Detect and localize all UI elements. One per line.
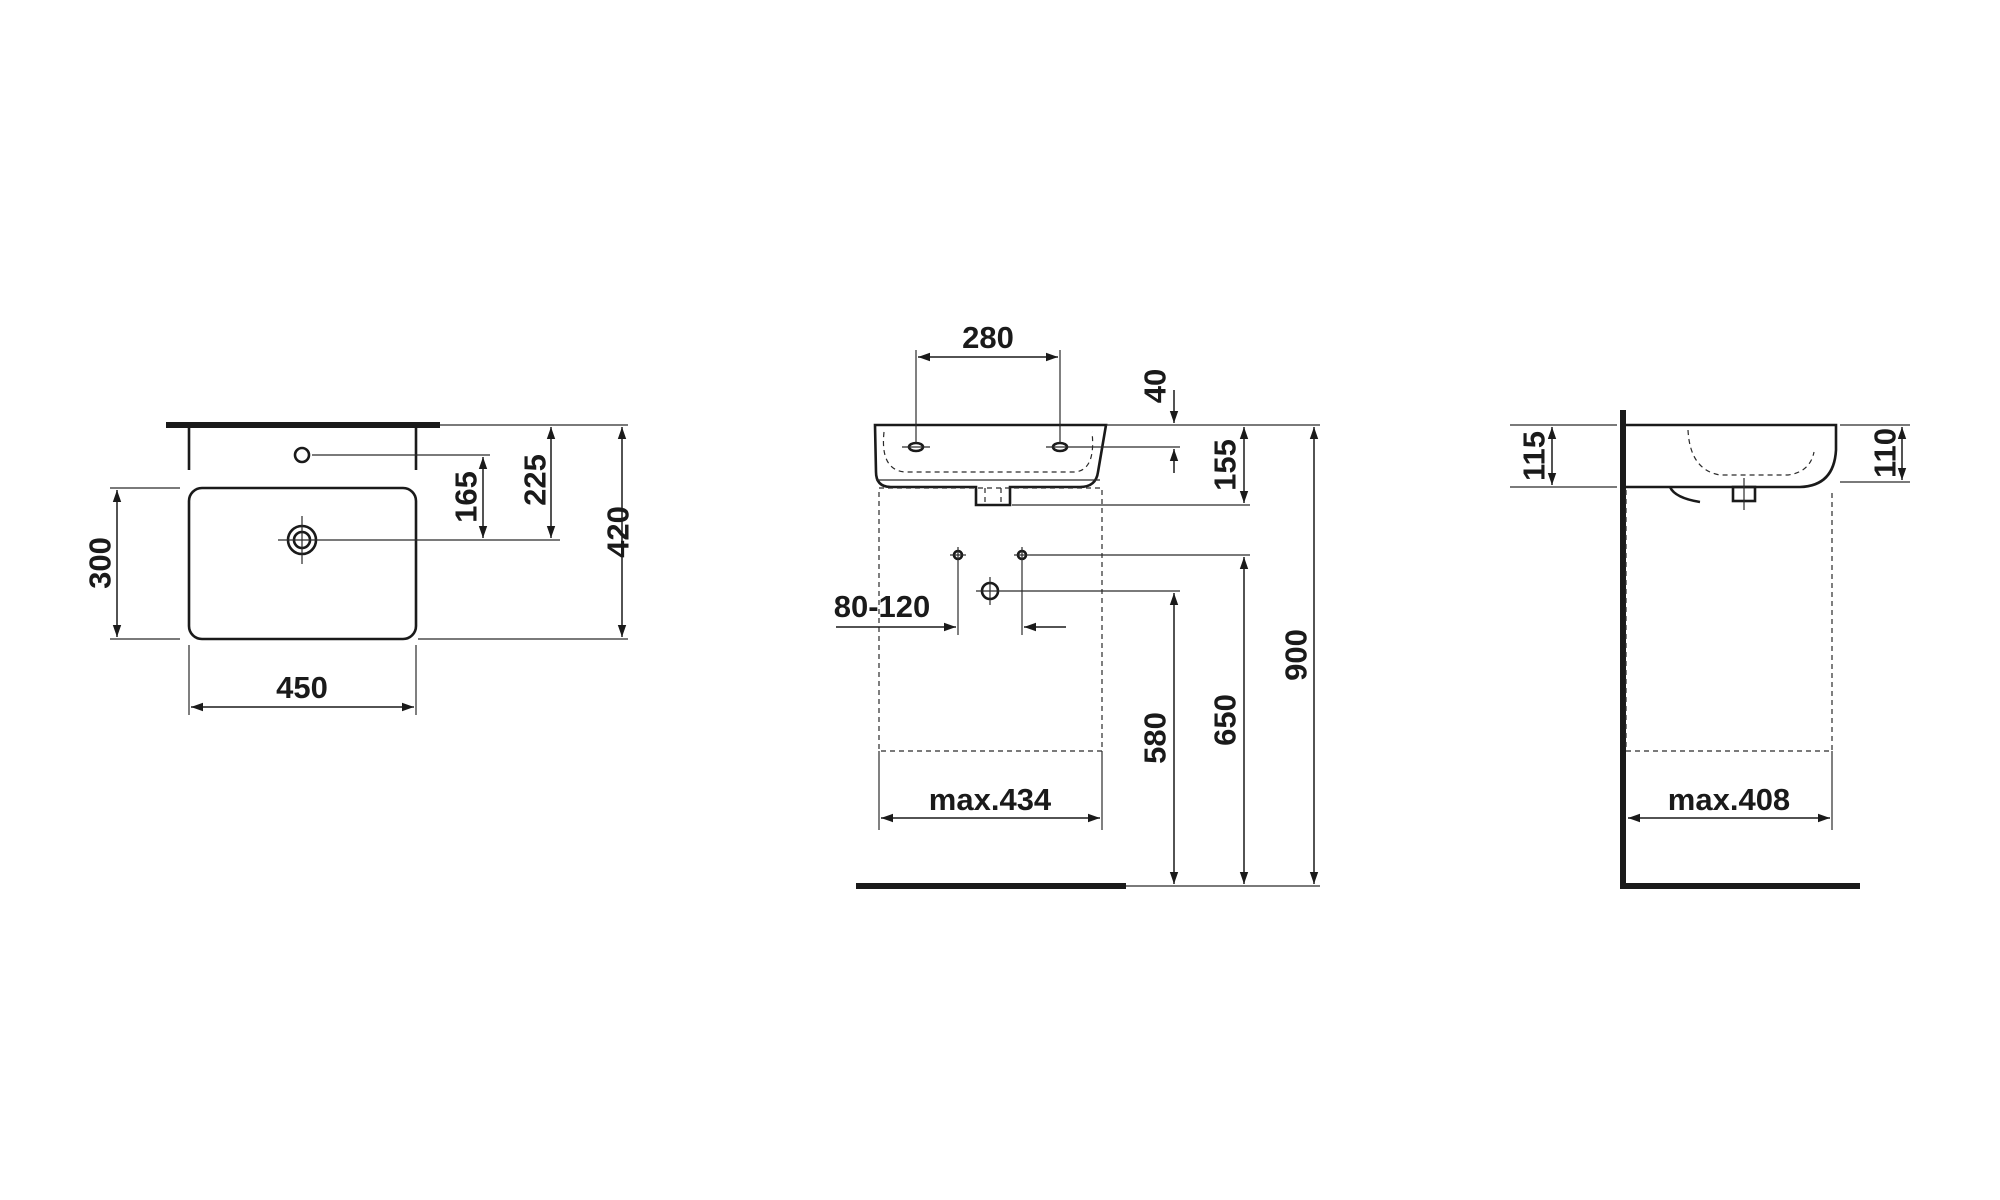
dim-450: 450 (276, 670, 328, 705)
overflow-outline (1668, 486, 1701, 504)
bowl-hidden-line (1687, 429, 1815, 476)
dim-115: 115 (1517, 431, 1552, 481)
dim-225: 225 (518, 454, 553, 506)
front-view: 280 40 155 900 650 580 80-120 max.434 (834, 320, 1320, 889)
basin-front-outline (873, 423, 1108, 507)
dim-165: 165 (449, 471, 484, 523)
dim-max-408: max.408 (1668, 782, 1790, 817)
tap-hole (293, 446, 311, 464)
cabinet-outline (878, 487, 1103, 752)
bowl-hidden-line (882, 431, 1094, 473)
basin-outline (187, 428, 418, 470)
dim-420: 420 (601, 506, 636, 558)
dim-300: 300 (83, 537, 118, 589)
basin-side-outline (1626, 423, 1838, 489)
dim-280: 280 (962, 320, 1014, 355)
dim-max-434: max.434 (929, 782, 1052, 817)
dim-580: 580 (1138, 712, 1173, 764)
top-view: 420 225 165 300 450 (83, 422, 636, 715)
cabinet-outline (1625, 490, 1833, 752)
dim-110: 110 (1868, 428, 1903, 478)
bowl-outline (187, 486, 418, 641)
dim-40: 40 (1138, 369, 1173, 403)
side-view: 115 110 max.408 (1510, 410, 1910, 889)
dim-80-120: 80-120 (834, 589, 931, 624)
dim-155: 155 (1208, 439, 1243, 491)
dim-650: 650 (1208, 694, 1243, 746)
dim-900: 900 (1279, 629, 1314, 681)
